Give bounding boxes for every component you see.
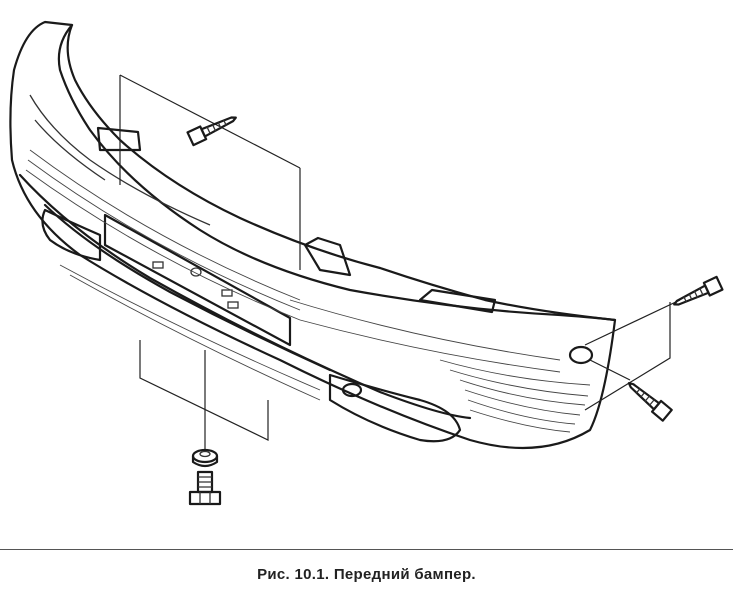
- bottom-bolt-icon: [188, 470, 222, 506]
- right-upper-screw-icon: [673, 275, 724, 306]
- front-bumper-illustration: [9, 20, 724, 506]
- caption-divider: [0, 549, 733, 550]
- bumper-shading: [25, 149, 591, 433]
- top-screw-icon: [186, 116, 237, 147]
- leader-lines: [119, 74, 681, 450]
- bumper-body: [9, 20, 617, 450]
- figure-caption: Рис. 10.1. Передний бампер.: [257, 566, 476, 583]
- right-lower-screw-icon: [627, 382, 673, 422]
- washer-icon: [191, 448, 219, 468]
